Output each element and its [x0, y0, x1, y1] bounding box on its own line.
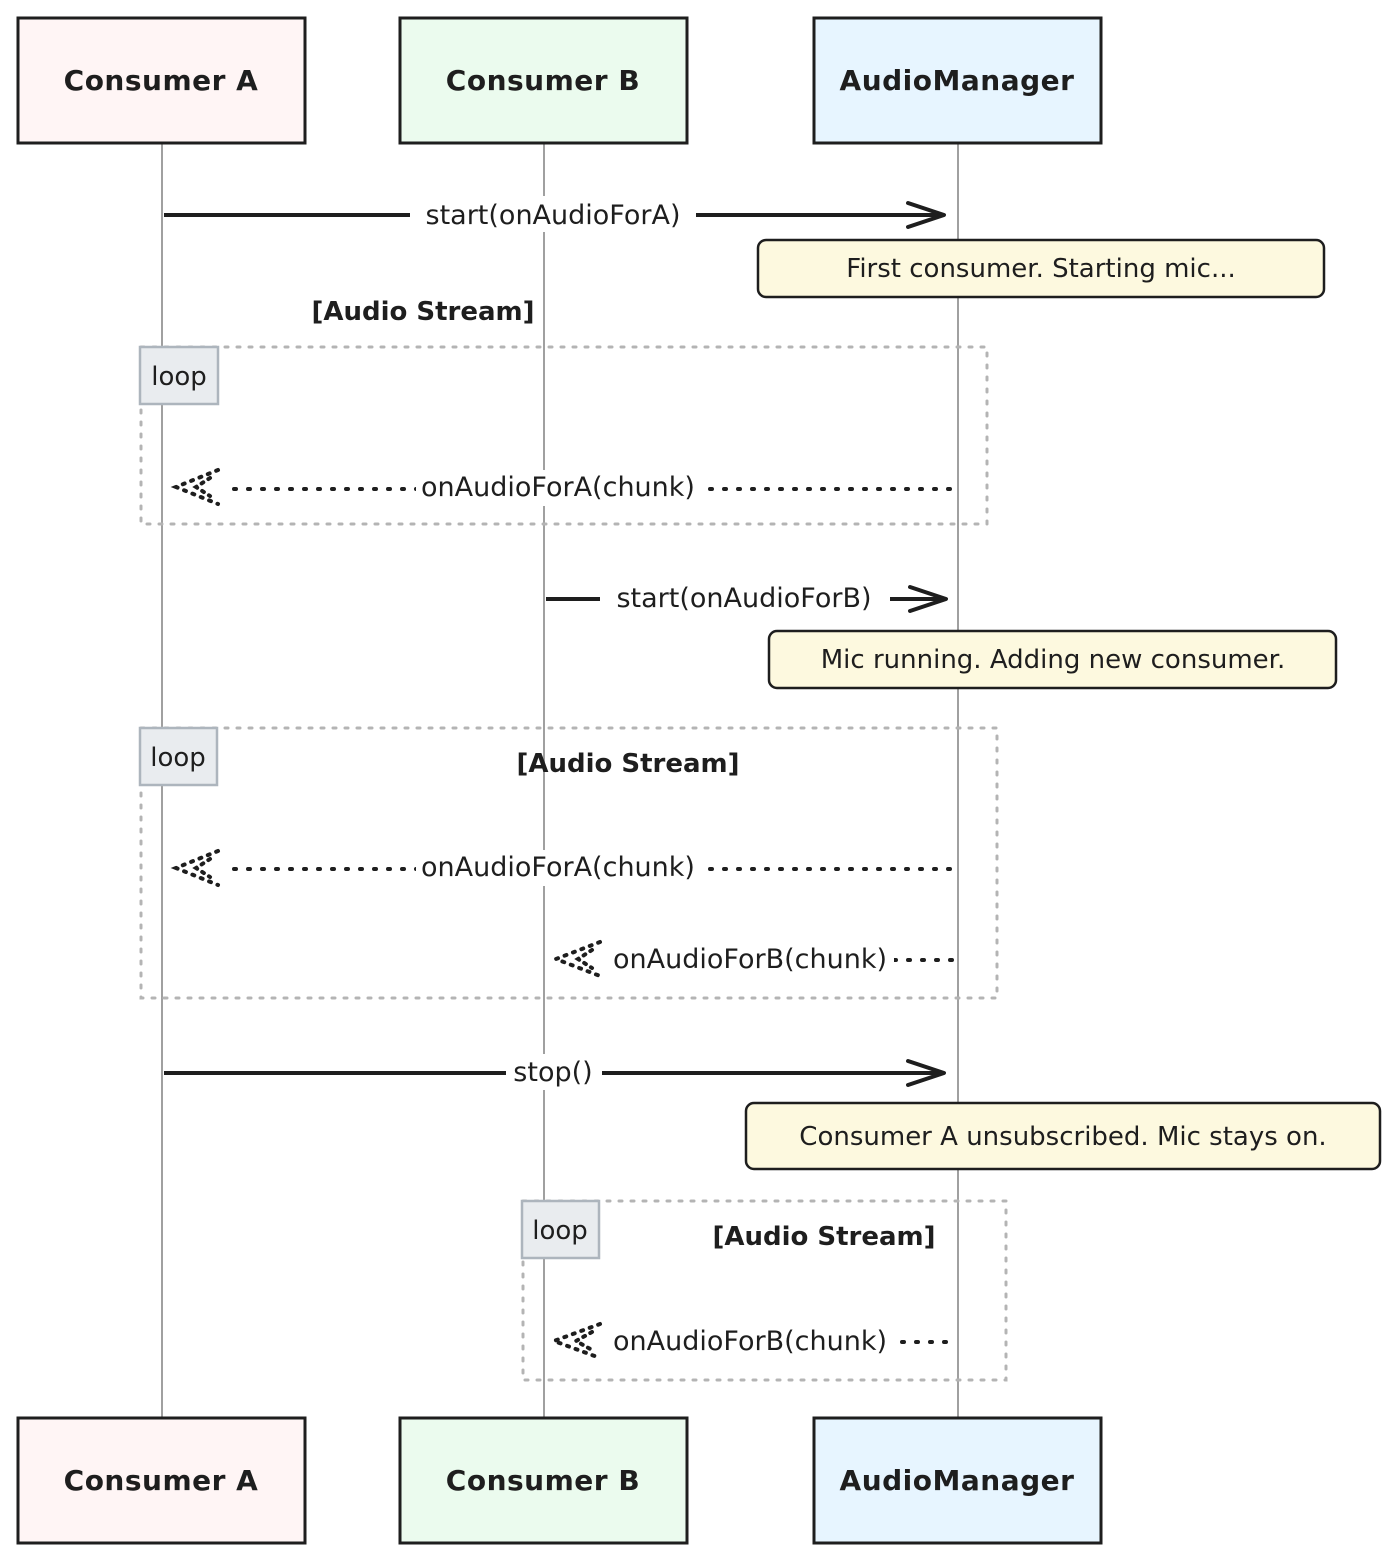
loop-tag-3-label: loop: [532, 1216, 588, 1246]
loop-tag-2-label: loop: [150, 743, 206, 773]
message-loop3-b-label: onAudioForB(chunk): [613, 1326, 887, 1357]
loop-tag-3: loop: [520, 1199, 601, 1260]
loop-condition-3: [Audio Stream]: [712, 1222, 935, 1252]
loop-frame-2: loop [Audio Stream]: [138, 726, 999, 1000]
note-unsubscribed-label: Consumer A unsubscribed. Mic stays on.: [799, 1122, 1326, 1152]
note-first-consumer: First consumer. Starting mic...: [756, 238, 1326, 299]
actor-consumer-a-bottom: Consumer A: [16, 1416, 307, 1545]
message-loop1-a-label: onAudioForA(chunk): [421, 472, 695, 503]
actor-consumer-a-top-label: Consumer A: [64, 64, 259, 97]
actor-audio-manager-top-label: AudioManager: [840, 64, 1075, 97]
actor-consumer-a-top: Consumer A: [16, 16, 307, 145]
actor-consumer-a-bottom-label: Consumer A: [64, 1464, 259, 1497]
loop-tag-2: loop: [138, 726, 219, 787]
loop-condition-1: [Audio Stream]: [311, 297, 534, 327]
actor-consumer-b-bottom: Consumer B: [398, 1416, 689, 1545]
note-unsubscribed: Consumer A unsubscribed. Mic stays on.: [744, 1101, 1382, 1171]
message-start-b-label: start(onAudioForB): [616, 583, 871, 614]
message-loop2-a: onAudioForA(chunk): [170, 849, 952, 887]
message-loop1-a: onAudioForA(chunk): [170, 468, 952, 506]
message-start-a: start(onAudioForA): [164, 196, 946, 232]
loop-tag-1: loop: [138, 345, 220, 406]
actor-consumer-b-top: Consumer B: [398, 16, 689, 145]
note-first-consumer-label: First consumer. Starting mic...: [846, 254, 1235, 284]
actor-consumer-b-bottom-label: Consumer B: [446, 1464, 640, 1497]
loop-tag-1-label: loop: [151, 362, 207, 392]
message-stop: stop(): [164, 1054, 946, 1090]
actor-consumer-b-top-label: Consumer B: [446, 64, 640, 97]
message-loop2-a-label: onAudioForA(chunk): [421, 852, 695, 883]
note-mic-running-label: Mic running. Adding new consumer.: [821, 645, 1285, 675]
message-loop2-b-label: onAudioForB(chunk): [613, 944, 887, 975]
actor-audio-manager-top: AudioManager: [812, 16, 1103, 145]
message-loop2-b: onAudioForB(chunk): [550, 940, 954, 978]
message-stop-label: stop(): [513, 1057, 592, 1088]
actor-audio-manager-bottom-label: AudioManager: [840, 1464, 1075, 1497]
loop-frame-3: loop [Audio Stream]: [520, 1199, 1008, 1382]
message-start-a-label: start(onAudioForA): [426, 200, 681, 231]
loop-condition-2: [Audio Stream]: [516, 749, 739, 779]
message-loop3-b: onAudioForB(chunk): [548, 1322, 948, 1360]
loop-frame-1: loop [Audio Stream]: [138, 297, 989, 526]
message-start-b: start(onAudioForB): [546, 580, 948, 616]
note-mic-running: Mic running. Adding new consumer.: [767, 629, 1338, 690]
actor-audio-manager-bottom: AudioManager: [812, 1416, 1103, 1545]
